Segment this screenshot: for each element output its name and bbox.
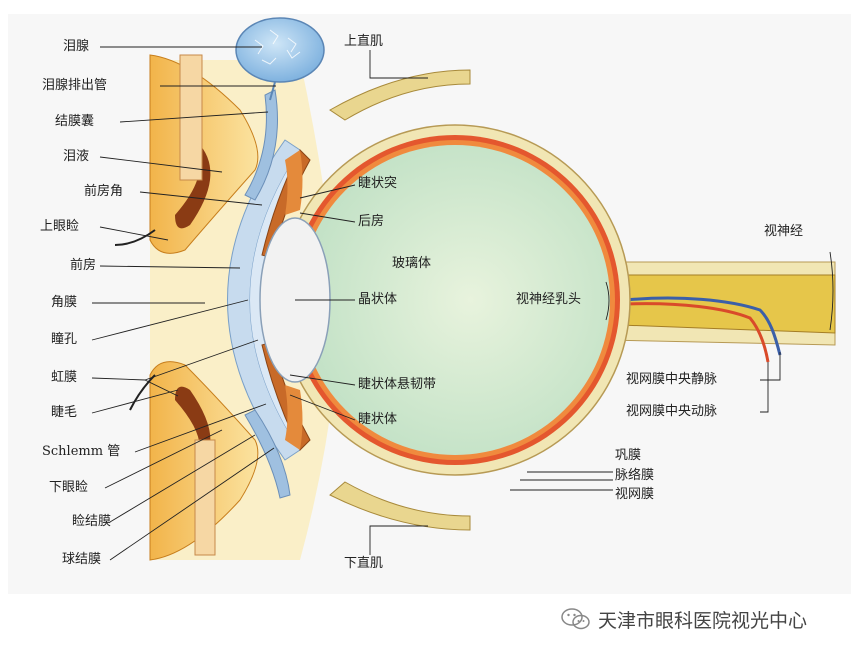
label-inferior-rectus: 下直肌: [344, 556, 384, 571]
label-zonule: 睫状体悬韧带: [358, 377, 437, 392]
ciliary-body-upper: [285, 150, 303, 215]
label-anterior-chamber-angle: 前房角: [84, 184, 124, 199]
label-conjunctival-sac: 结膜囊: [55, 114, 95, 129]
wechat-icon: [561, 608, 590, 630]
label-palpebral-conjunctiva: 睑结膜: [72, 514, 112, 529]
label-ciliary-process: 睫状突: [358, 176, 398, 191]
lacrimal-duct-vessel: [269, 81, 276, 101]
label-lacrimal-duct: 泪腺排出管: [42, 78, 108, 93]
label-lens: 晶状体: [358, 292, 398, 307]
label-anterior-chamber: 前房: [70, 258, 97, 273]
label-upper-eyelid: 上眼睑: [40, 219, 80, 234]
label-iris: 虹膜: [51, 370, 78, 385]
lower-conjunctiva: [244, 409, 291, 499]
lacrimal-gland-shape: [235, 17, 325, 83]
label-bulbar-conjunctiva: 球结膜: [62, 552, 102, 567]
inferior-rectus-muscle: [329, 481, 471, 531]
label-vitreous: 玻璃体: [392, 256, 432, 271]
watermark-text: 天津市眼科医院视光中心: [598, 609, 808, 632]
lower-orbital-bone: [194, 439, 216, 556]
central-retinal-artery-vessel: [624, 302, 770, 363]
label-eyelash: 睫毛: [51, 405, 78, 420]
label-ciliary-body: 睫状体: [358, 412, 398, 427]
label-cornea: 角膜: [51, 295, 78, 310]
vitreous-body: [300, 145, 610, 455]
label-choroid: 脉络膜: [615, 468, 655, 483]
label-retina: 视网膜: [615, 487, 655, 502]
label-central-retinal-artery: 视网膜中央动脉: [626, 404, 718, 419]
label-pupil: 瞳孔: [51, 332, 78, 347]
label-posterior-chamber: 后房: [358, 214, 385, 229]
label-central-retinal-vein: 视网膜中央静脉: [626, 372, 718, 387]
upper-eyelash: [114, 229, 156, 246]
ciliary-body-lower: [285, 385, 303, 450]
superior-rectus-muscle: [329, 69, 471, 121]
central-retinal-vein-vessel: [624, 296, 782, 356]
conjunctival-sac: [244, 89, 278, 201]
gland-lobules: [254, 29, 301, 65]
label-schlemm-canal: Schlemm 管: [42, 444, 121, 459]
label-superior-rectus: 上直肌: [344, 34, 384, 49]
label-tears: 泪液: [63, 149, 90, 164]
label-lacrimal-gland: 泪腺: [63, 39, 90, 54]
leader-lines: [91, 46, 834, 561]
label-sclera: 巩膜: [615, 448, 642, 463]
watermark: 天津市眼科医院视光中心: [560, 605, 807, 633]
label-optic-nerve: 视神经: [764, 224, 804, 239]
label-lower-eyelid: 下眼睑: [49, 480, 89, 495]
label-optic-disc: 视神经乳头: [516, 292, 582, 307]
